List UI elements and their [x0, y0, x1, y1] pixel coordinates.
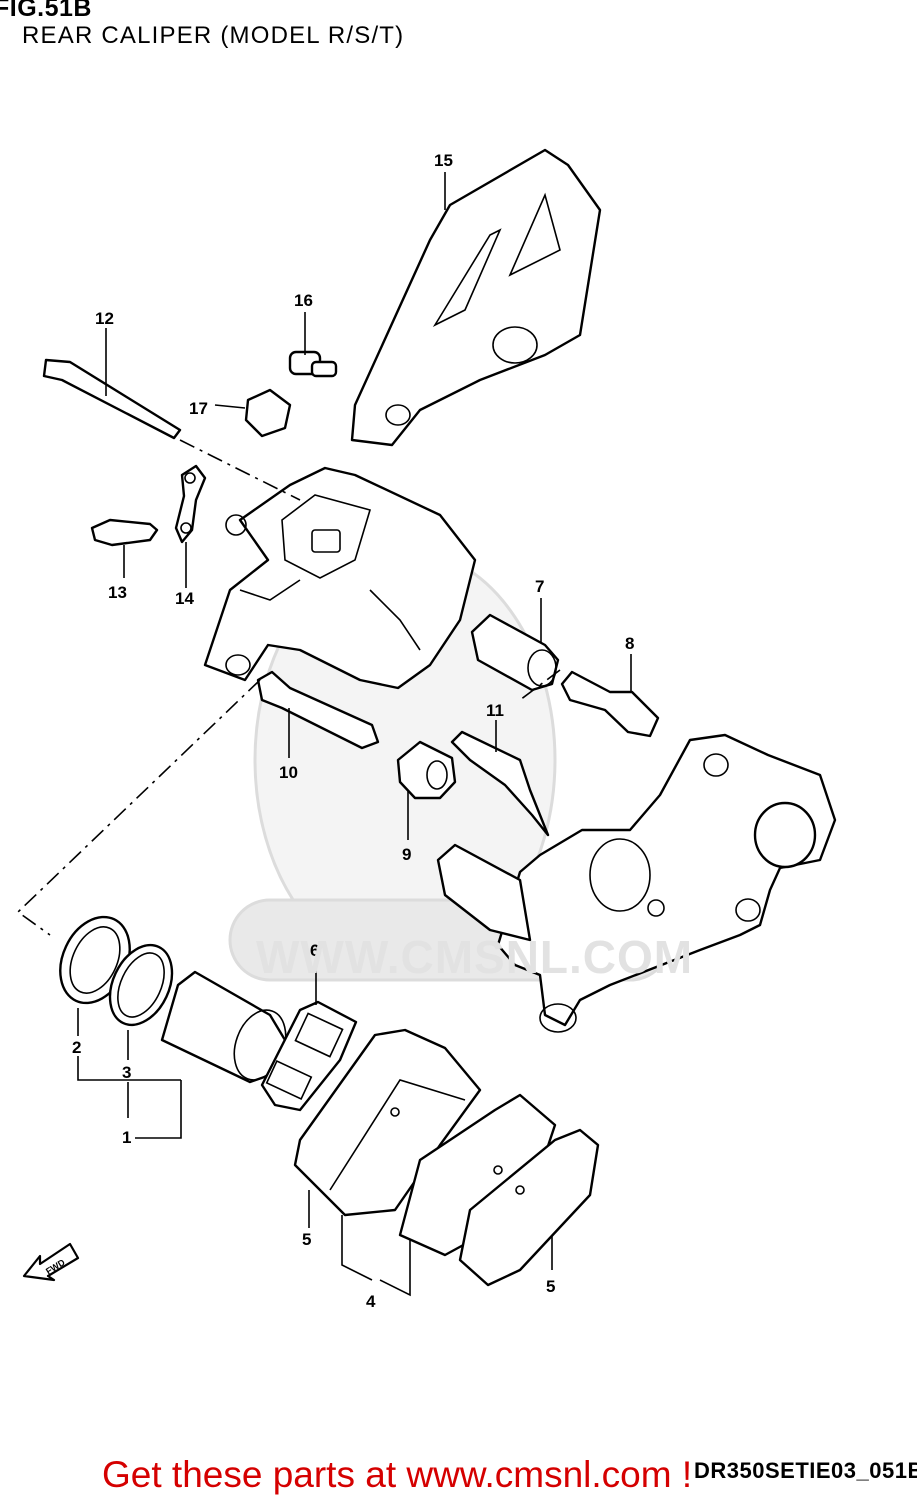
callout-13: 13	[108, 583, 127, 602]
caliper-body[interactable]	[203, 466, 477, 690]
slide-pin[interactable]	[256, 670, 380, 750]
figure-subtitle: REAR CALIPER (MODEL R/S/T)	[22, 22, 405, 49]
caliper-bracket-plate[interactable]	[350, 148, 602, 447]
watermark-text: WWW.CMSNL.COM	[256, 931, 694, 983]
bleeder-valve[interactable]	[90, 518, 159, 547]
bracket-bolt[interactable]	[288, 350, 338, 378]
callout-1: 1	[122, 1128, 131, 1147]
callout-12: 12	[95, 309, 114, 328]
callout-15: 15	[434, 151, 453, 170]
rubber-cap[interactable]	[244, 388, 292, 438]
piston[interactable]	[160, 970, 295, 1087]
callout-14: 14	[175, 589, 194, 608]
callout-5-right: 5	[546, 1277, 555, 1296]
callout-7: 7	[535, 577, 544, 596]
figure-title: FIG.51B	[0, 0, 92, 22]
callout-6: 6	[310, 941, 319, 960]
callout-10: 10	[279, 763, 298, 782]
slide-sleeve[interactable]	[470, 613, 560, 692]
pin-boot[interactable]	[396, 740, 457, 800]
callout-2: 2	[72, 1038, 81, 1057]
forward-arrow-icon: FWD	[22, 1242, 80, 1282]
pad-spring[interactable]	[450, 730, 550, 837]
callout-4: 4	[366, 1292, 376, 1311]
callout-5-left: 5	[302, 1230, 311, 1249]
callout-16: 16	[294, 291, 313, 310]
piston-seal[interactable]	[98, 935, 184, 1035]
callout-9: 9	[402, 845, 411, 864]
pad-shim[interactable]	[260, 1000, 358, 1112]
caliper-bolt[interactable]	[560, 670, 660, 738]
caliper-mount-bracket[interactable]	[436, 733, 837, 1033]
callout-17: 17	[189, 399, 208, 418]
shop-link-banner[interactable]: Get these parts at www.cmsnl.com !	[102, 1454, 693, 1495]
callout-8: 8	[625, 634, 634, 653]
pad-pin[interactable]	[42, 358, 182, 440]
bleeder-cap[interactable]	[174, 464, 207, 544]
diagram-code: DR350SETIE03_051B	[694, 1458, 917, 1483]
brake-pad-outer[interactable]	[398, 1093, 600, 1287]
callout-3: 3	[122, 1063, 131, 1082]
callout-11: 11	[486, 701, 504, 720]
brake-pad-inner[interactable]	[293, 1028, 482, 1217]
